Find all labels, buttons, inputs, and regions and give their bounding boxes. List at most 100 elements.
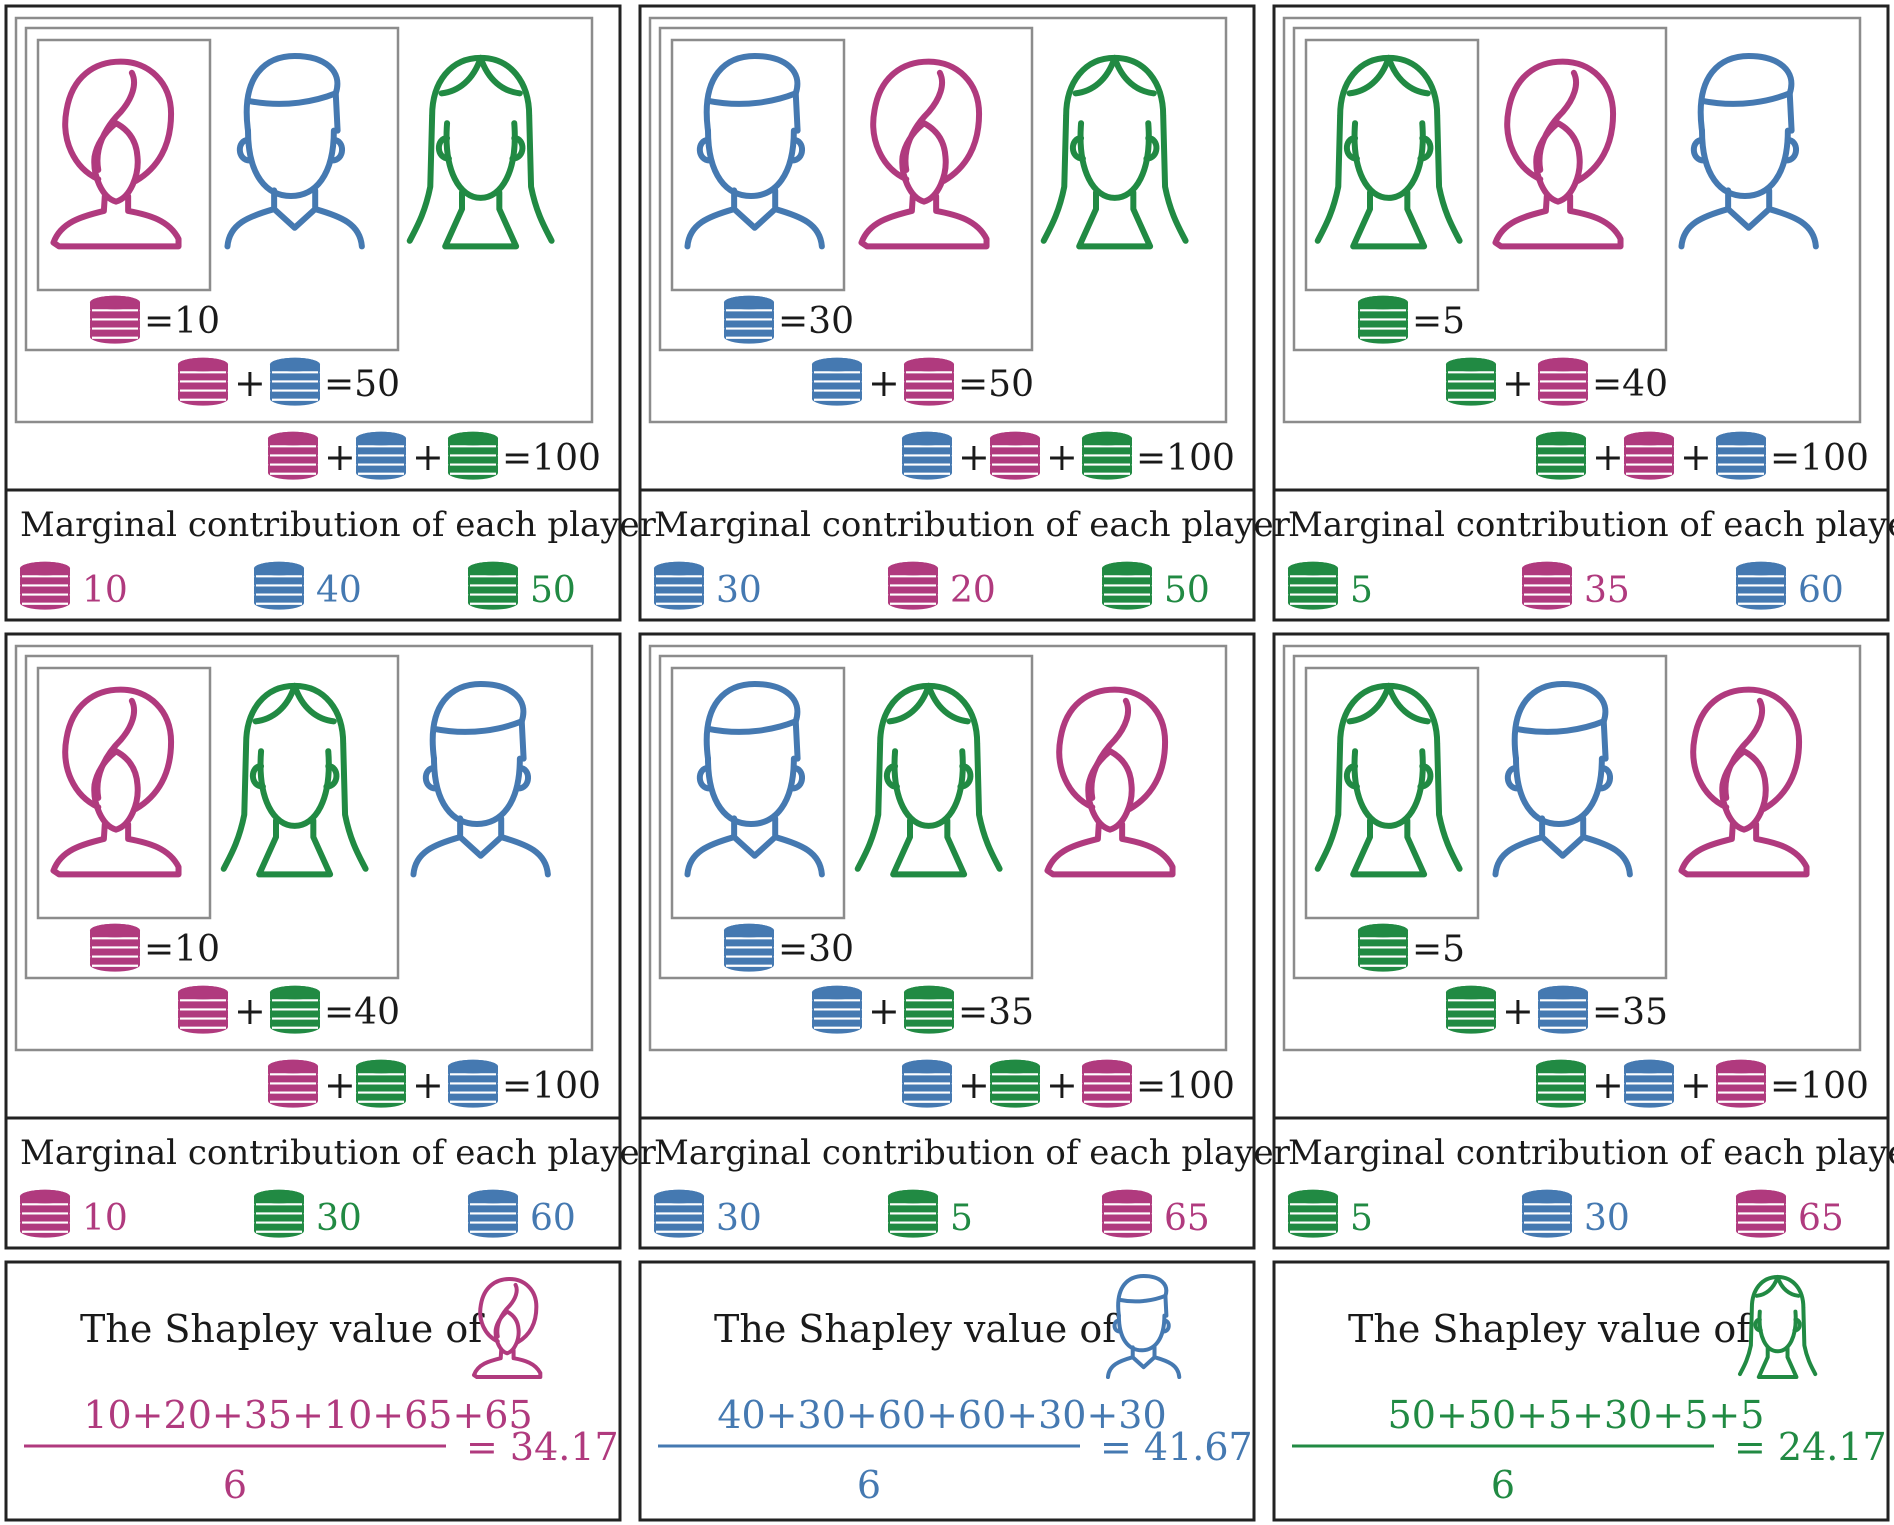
coalition-value-3: =100 <box>1770 438 1869 479</box>
coalition-value-2: =35 <box>958 992 1034 1033</box>
woman-bob-icon <box>1678 686 1810 878</box>
marginal-heading: Marginal contribution of each player <box>654 505 1291 545</box>
coin-stack-icon <box>90 923 140 972</box>
plus-sign: + <box>958 1063 990 1107</box>
marginal-heading: Marginal contribution of each player <box>654 1133 1291 1173</box>
coin-stack-icon <box>1736 1189 1786 1238</box>
coin-stack-icon <box>724 295 774 344</box>
coin-stack-icon <box>1102 561 1152 610</box>
coin-stack-icon <box>1716 1059 1766 1108</box>
coalition-box-1 <box>658 654 1034 980</box>
coin-stack-icon <box>270 357 320 406</box>
coin-stack-icon <box>178 357 228 406</box>
plus-sign: + <box>1592 1063 1624 1107</box>
coalition-value-2: =50 <box>324 364 400 405</box>
panel-frame <box>4 4 622 622</box>
plus-sign: + <box>868 361 900 405</box>
coalition-box-2 <box>14 16 594 424</box>
coin-stack-icon <box>1446 357 1496 406</box>
coin-stack-icon <box>812 985 862 1034</box>
plus-sign: + <box>1046 435 1078 479</box>
plus-sign: + <box>412 435 444 479</box>
man-icon <box>1105 1274 1182 1380</box>
coin-stack-icon <box>268 1059 318 1108</box>
marginal-value-green: 30 <box>316 1198 362 1239</box>
coalition-value-2: =35 <box>1592 992 1668 1033</box>
coin-stack-icon <box>268 431 318 480</box>
shapley-label: The Shapley value of <box>1348 1307 1753 1351</box>
marginal-heading: Marginal contribution of each player <box>1288 1133 1894 1173</box>
coin-stack-icon <box>20 561 70 610</box>
coalition-value-1: =30 <box>778 929 854 970</box>
coin-stack-icon <box>1082 1059 1132 1108</box>
coalition-box-1 <box>658 26 1034 352</box>
coalition-box-0 <box>670 38 846 292</box>
marginal-value-blue: 60 <box>1798 570 1844 611</box>
marginal-value-pink: 10 <box>82 1198 128 1239</box>
man-icon <box>410 681 551 878</box>
coin-stack-icon <box>888 1189 938 1238</box>
marginal-value-pink: 35 <box>1584 570 1630 611</box>
shapley-denominator: 6 <box>857 1463 881 1507</box>
plus-sign: + <box>1502 989 1534 1033</box>
coin-stack-icon <box>990 1059 1040 1108</box>
coin-stack-icon <box>1624 1059 1674 1108</box>
man-icon <box>1678 53 1819 250</box>
coin-stack-icon <box>1358 295 1408 344</box>
coalition-value-3: =100 <box>1136 438 1235 479</box>
coin-stack-icon <box>654 1189 704 1238</box>
coalition-box-0 <box>670 666 846 920</box>
coin-stack-icon <box>178 985 228 1034</box>
plus-sign: + <box>412 1063 444 1107</box>
coin-stack-icon <box>468 561 518 610</box>
woman-long-hair-icon <box>1737 1274 1818 1380</box>
marginal-value-pink: 65 <box>1164 1198 1210 1239</box>
coalition-box-0 <box>36 38 212 292</box>
plus-sign: + <box>324 1063 356 1107</box>
marginal-value-blue: 30 <box>716 1198 762 1239</box>
coin-stack-icon <box>1522 1189 1572 1238</box>
shapley-result: = 34.17 <box>466 1425 619 1469</box>
shapley-numerator: 50+50+5+30+5+5 <box>1388 1393 1765 1437</box>
coin-stack-icon <box>902 1059 952 1108</box>
plus-sign: + <box>324 435 356 479</box>
man-icon <box>684 681 825 878</box>
coin-stack-icon <box>1446 985 1496 1034</box>
marginal-value-green: 50 <box>1164 570 1210 611</box>
panel-frame <box>4 632 622 1250</box>
coin-stack-icon <box>1536 1059 1586 1108</box>
plus-sign: + <box>1680 1063 1712 1107</box>
woman-long-hair-icon <box>854 682 1003 878</box>
shapley-denominator: 6 <box>1491 1463 1515 1507</box>
woman-bob-icon <box>50 58 182 250</box>
coalition-box-1 <box>24 654 400 980</box>
marginal-heading: Marginal contribution of each player <box>20 1133 657 1173</box>
marginal-value-green: 5 <box>1350 1198 1373 1239</box>
coalition-box-1 <box>1292 26 1668 352</box>
woman-long-hair-icon <box>1314 54 1463 250</box>
coalition-value-1: =5 <box>1412 929 1465 970</box>
shapley-label: The Shapley value of <box>80 1307 485 1351</box>
coin-stack-icon <box>1522 561 1572 610</box>
coalition-box-0 <box>1304 666 1480 920</box>
plus-sign: + <box>1046 1063 1078 1107</box>
marginal-value-green: 50 <box>530 570 576 611</box>
coin-stack-icon <box>904 985 954 1034</box>
shapley-denominator: 6 <box>223 1463 247 1507</box>
coin-stack-icon <box>812 357 862 406</box>
coalition-box-2 <box>648 16 1228 424</box>
coin-stack-icon <box>356 431 406 480</box>
coin-stack-icon <box>1082 431 1132 480</box>
shapley-result: = 41.67 <box>1100 1425 1253 1469</box>
panel-frame <box>638 4 1256 622</box>
man-icon <box>224 53 365 250</box>
coin-stack-icon <box>448 431 498 480</box>
coin-stack-icon <box>1288 1189 1338 1238</box>
coalition-value-3: =100 <box>1770 1066 1869 1107</box>
panel-frame <box>1272 632 1890 1250</box>
panel-frame <box>1272 4 1890 622</box>
